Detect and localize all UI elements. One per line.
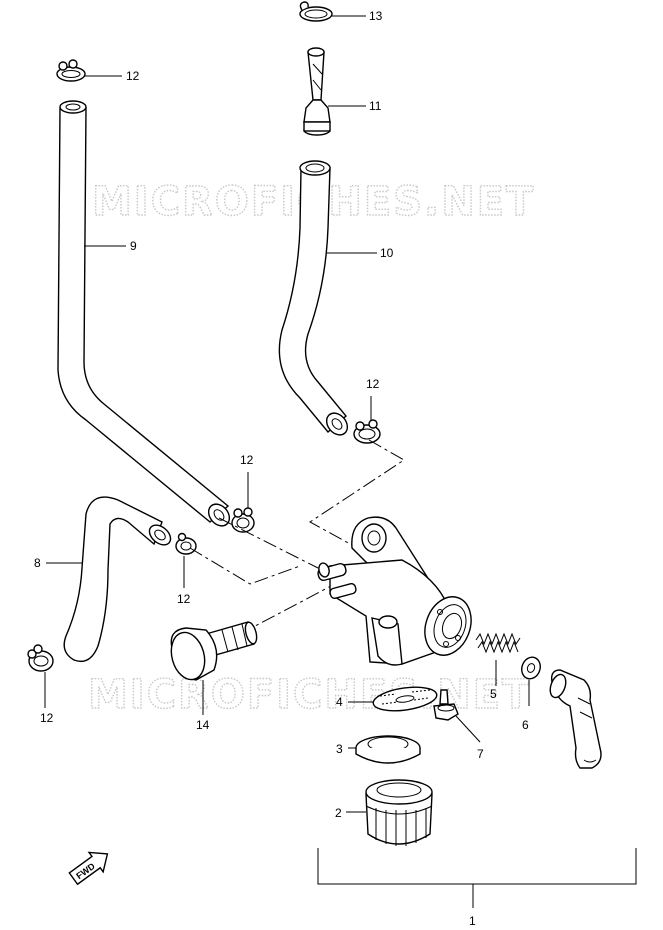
label-12-c: 12 xyxy=(240,453,254,467)
spring-5[interactable] xyxy=(475,632,521,654)
label-3: 3 xyxy=(336,742,343,756)
label-9: 9 xyxy=(130,239,137,253)
label-4: 4 xyxy=(336,695,343,709)
label-13: 13 xyxy=(369,9,383,23)
label-11: 11 xyxy=(369,99,382,113)
hose-9[interactable] xyxy=(57,100,234,530)
label-12-e: 12 xyxy=(40,711,54,725)
fuel-cock-lever[interactable] xyxy=(547,669,602,769)
watermark-bottom: MICROFICHES.NET xyxy=(88,672,531,718)
label-12-d: 12 xyxy=(177,592,191,606)
label-1: 1 xyxy=(469,914,476,928)
assembly-line-c xyxy=(309,439,405,546)
hose-8[interactable] xyxy=(63,496,174,663)
cap-14[interactable] xyxy=(166,621,258,683)
label-10: 10 xyxy=(380,246,394,260)
label-8: 8 xyxy=(34,556,41,570)
clamp-12-center-lower[interactable] xyxy=(175,532,197,555)
clamp-12-top-left[interactable] xyxy=(56,59,86,82)
clamp-13[interactable] xyxy=(299,1,333,22)
label-7: 7 xyxy=(477,747,484,761)
label-12-b: 12 xyxy=(366,377,380,391)
fuel-cock-body[interactable] xyxy=(317,516,479,666)
label-6: 6 xyxy=(522,718,529,732)
label-5: 5 xyxy=(490,687,497,701)
hose-10[interactable] xyxy=(278,160,351,439)
bolt-7[interactable] xyxy=(433,689,459,721)
assembly-line-b xyxy=(189,547,301,585)
gasket-3[interactable] xyxy=(355,735,421,764)
fwd-arrow-icon: FWD xyxy=(68,851,109,886)
label-2: 2 xyxy=(335,806,342,820)
washer-6[interactable] xyxy=(519,655,543,682)
assembly-line-a xyxy=(218,517,319,569)
filter-plate-4[interactable] xyxy=(372,684,438,715)
clamp-12-middle-right[interactable] xyxy=(353,419,381,444)
assembly-bracket xyxy=(317,848,637,885)
clamp-12-center[interactable] xyxy=(231,507,255,533)
clamp-12-lower-left[interactable] xyxy=(27,644,54,672)
filter-cup-2[interactable] xyxy=(365,779,433,846)
pipe-11[interactable] xyxy=(303,47,331,136)
label-12-a: 12 xyxy=(126,69,140,83)
label-14: 14 xyxy=(196,718,210,732)
